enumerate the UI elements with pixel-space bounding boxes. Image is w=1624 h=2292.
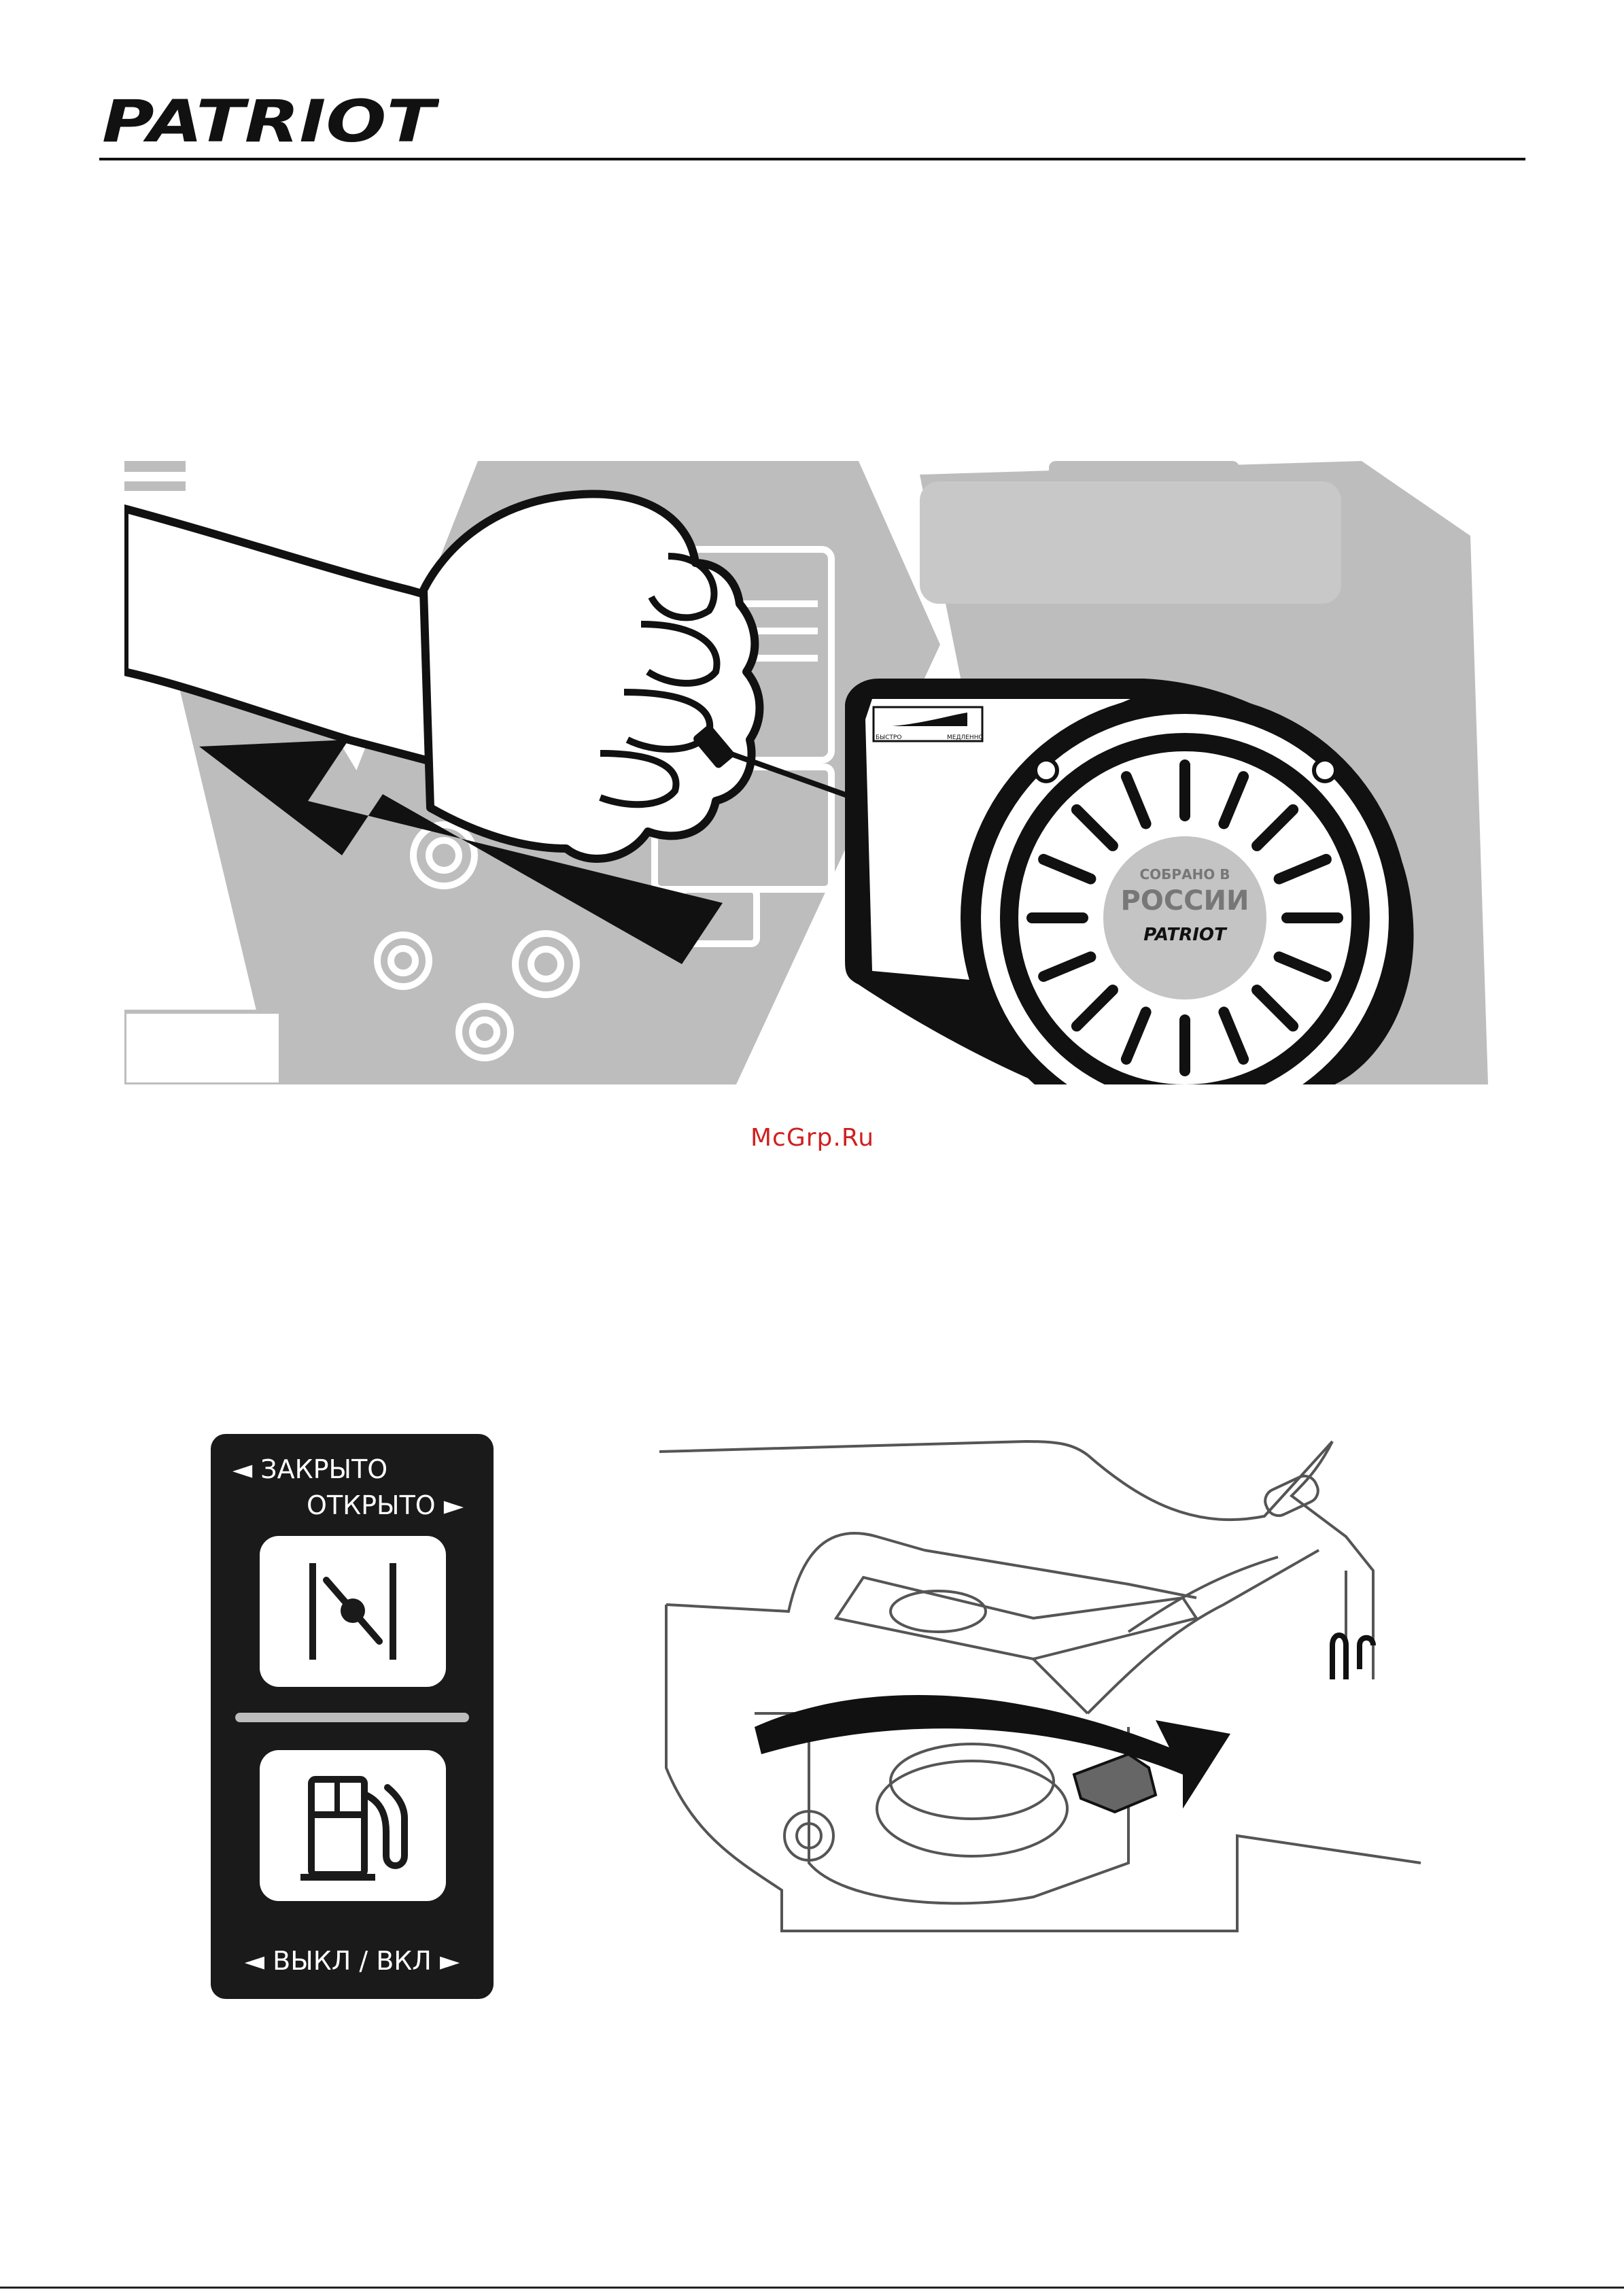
- choke-valve-icon: [260, 1536, 446, 1687]
- sticker-fast-label: БЫСТРО: [876, 734, 901, 741]
- badge-line1: СОБРАНО В: [1139, 866, 1230, 883]
- choke-open-label: ОТКРЫТО ►: [307, 1490, 464, 1520]
- watermark: McGrp.Ru: [680, 1124, 945, 1152]
- badge-line2: РОССИИ: [1121, 885, 1249, 917]
- fuel-pump-icon: [260, 1750, 446, 1901]
- sticker-slow-label: МЕДЛЕННО: [947, 734, 984, 741]
- badge-circle: [1103, 836, 1266, 999]
- control-panel-label: ◄ ЗАКРЫТО ОТКРЫТО ► ◄ ВЫКЛ / ВКЛ ►: [211, 1434, 494, 1999]
- rotation-arrow: [755, 1695, 1230, 1809]
- badge-brand: PATRIOT: [1143, 925, 1228, 945]
- choke-lever-illustration: [653, 1428, 1441, 1999]
- choke-closed-label: ◄ ЗАКРЫТО: [232, 1454, 387, 1484]
- header-rule: [99, 158, 1525, 160]
- panel-divider: [235, 1713, 469, 1722]
- footer-rule: [0, 2287, 1624, 2289]
- recoil-start-illustration: БЫСТРО МЕДЛЕННО СОБРАНО В РОССИИ PATRIOT: [124, 454, 1488, 1084]
- fuel-switch-label: ◄ ВЫКЛ / ВКЛ ►: [245, 1946, 460, 1976]
- patriot-logo: PATRIOT: [99, 88, 439, 156]
- choke-lever: [1074, 1754, 1156, 1812]
- brand-wordmark: PATRIOT: [102, 88, 439, 156]
